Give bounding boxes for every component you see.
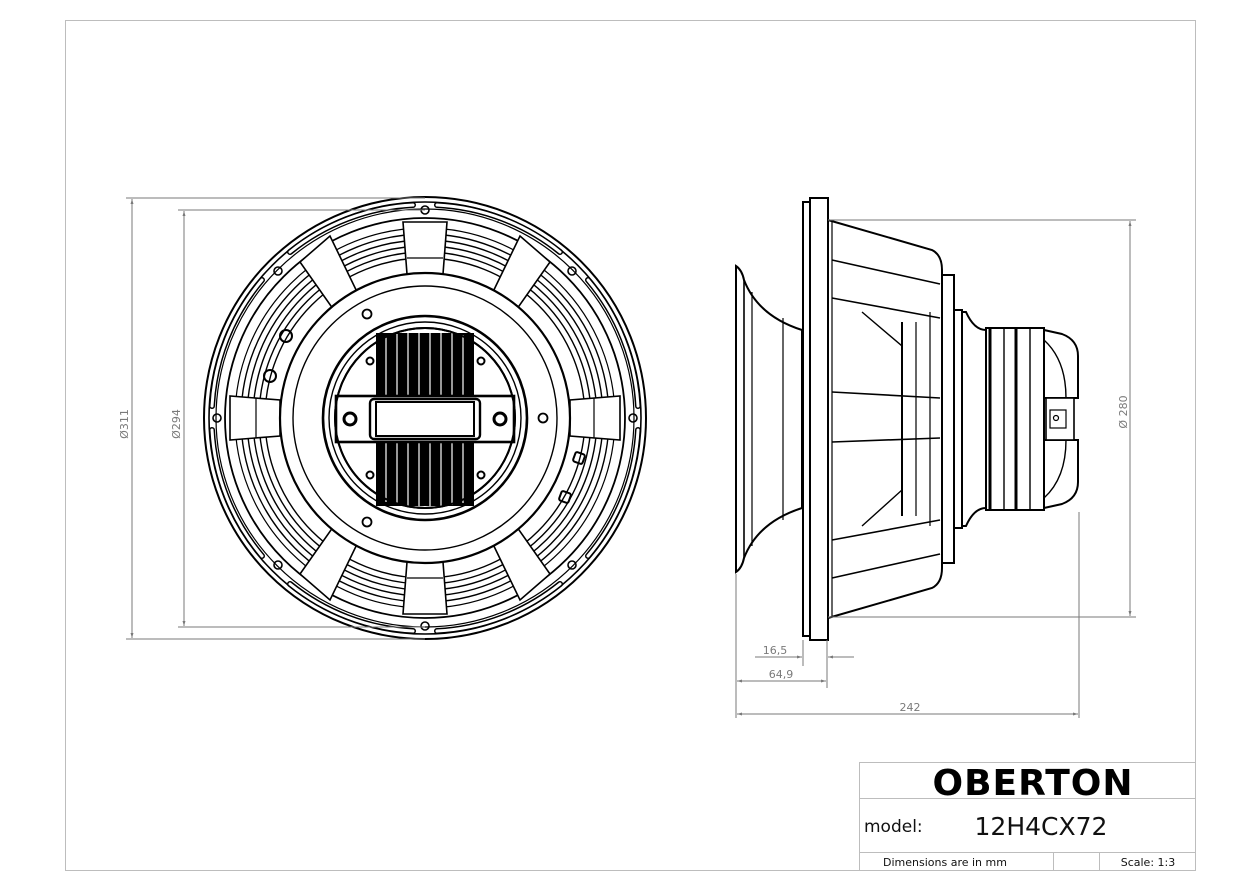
dim-horn-to-flange: 64,9 xyxy=(769,668,794,681)
dim-basket-diameter: Ø 280 xyxy=(1117,395,1130,428)
front-view xyxy=(203,196,647,640)
dim-outer-diameter: Ø311 xyxy=(118,409,131,439)
title-block xyxy=(859,762,1196,871)
side-view xyxy=(735,197,1079,641)
front-view-dimensions xyxy=(126,197,425,640)
dim-overall-depth: 242 xyxy=(900,701,921,714)
model-value: 12H4CX72 xyxy=(975,812,1108,841)
scale-label: Scale: 1:3 xyxy=(1121,856,1176,869)
units-note: Dimensions are in mm xyxy=(883,856,1007,869)
drawing-frame xyxy=(65,20,1196,871)
dim-mount-diameter: Ø294 xyxy=(170,409,183,439)
dim-flange-thickness: 16,5 xyxy=(763,644,788,657)
side-view-dimensions xyxy=(735,219,1136,718)
model-label: model: xyxy=(864,817,923,837)
brand-name: OBERTON xyxy=(932,763,1133,804)
